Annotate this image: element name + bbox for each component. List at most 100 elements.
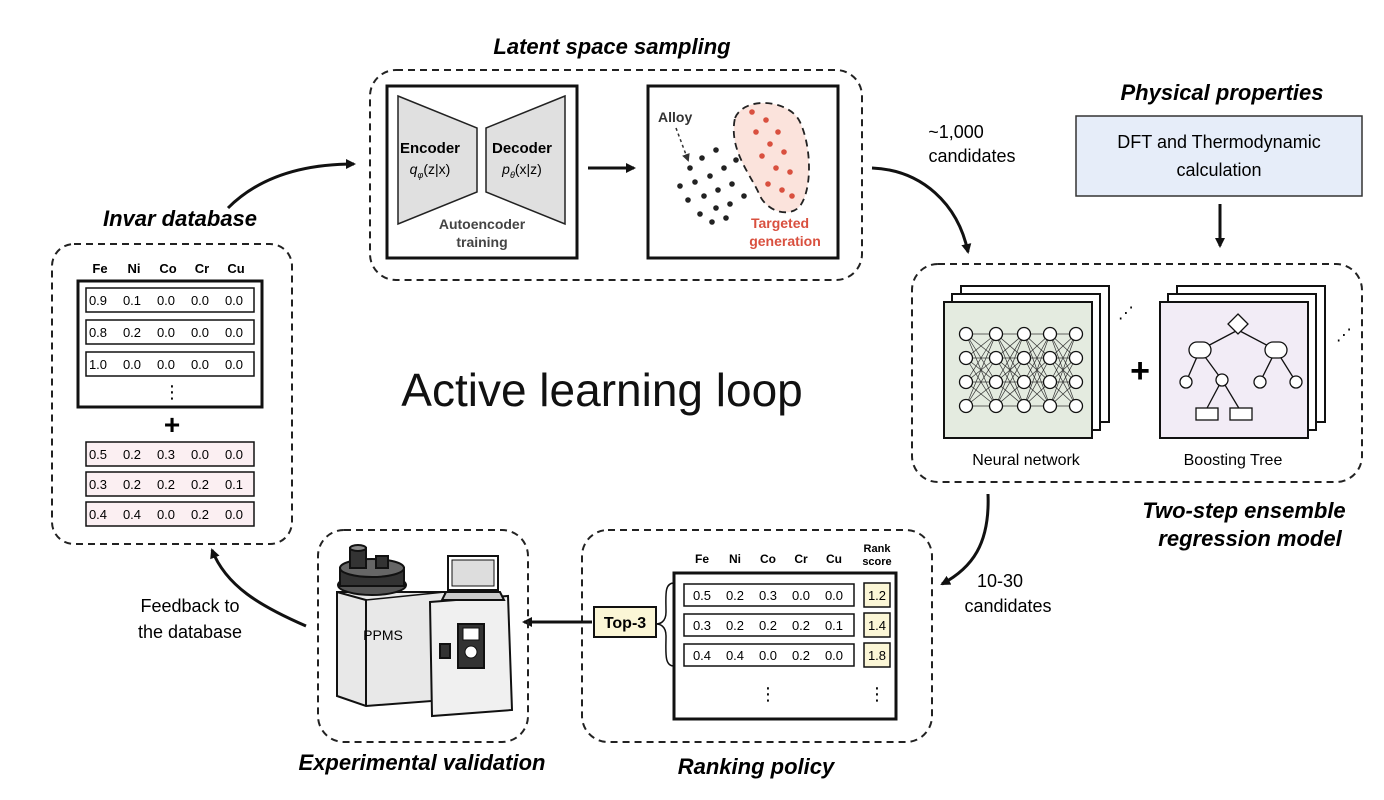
ranking-cell: 0.2 bbox=[726, 618, 744, 633]
ppms-label: PPMS bbox=[363, 627, 403, 643]
nn-label: Neural network bbox=[972, 452, 1081, 469]
invar-cell: 1.0 bbox=[89, 357, 107, 372]
target-point bbox=[753, 129, 759, 135]
ranking-header-co: Co bbox=[760, 552, 776, 566]
boosting-tree-graph bbox=[1179, 313, 1303, 421]
ensemble-title-2: regression model bbox=[1158, 526, 1342, 551]
invar-cell: 0.4 bbox=[89, 507, 107, 522]
ensemble-title-1: Two-step ensemble bbox=[1142, 498, 1345, 523]
feedback-to-db-arrow bbox=[210, 548, 307, 628]
physical-box-line-1: DFT and Thermodynamic bbox=[1117, 132, 1320, 152]
invar-cell: 0.0 bbox=[191, 325, 209, 340]
ranking-ellipsis-score: ⋮ bbox=[868, 684, 886, 704]
decoder-label: Decoder bbox=[492, 140, 552, 157]
ranking-cell: 0.0 bbox=[825, 588, 843, 603]
target-point bbox=[775, 129, 781, 135]
ranking-title: Ranking policy bbox=[678, 754, 836, 779]
candidates-1000-label-1: ~1,000 bbox=[928, 122, 984, 142]
ranking-cell: 0.5 bbox=[693, 588, 711, 603]
ranking-row bbox=[683, 643, 855, 667]
ranking-cell: 0.3 bbox=[693, 618, 711, 633]
nn-more-dots: ⋰ bbox=[1118, 305, 1134, 322]
alloy-point bbox=[685, 197, 691, 203]
invar-new-row bbox=[85, 471, 255, 497]
invar-new-row bbox=[85, 441, 255, 467]
nn-node bbox=[958, 374, 974, 390]
experimental-panel: PPMS Experimental validation bbox=[299, 529, 545, 775]
invar-cell: 0.0 bbox=[225, 447, 243, 462]
ranking-cell: 0.2 bbox=[792, 648, 810, 663]
ranking-cell: 0.2 bbox=[759, 618, 777, 633]
invar-cell: 0.2 bbox=[123, 447, 141, 462]
nn-node bbox=[988, 350, 1004, 366]
candidates-10-30-label-2: candidates bbox=[964, 596, 1051, 616]
latent-title: Latent space sampling bbox=[493, 34, 731, 59]
targeted-label-1: Targeted bbox=[751, 215, 809, 231]
neural-network-graph bbox=[958, 326, 1084, 414]
nn-edge bbox=[1023, 333, 1051, 407]
ranking-cell: 0.0 bbox=[792, 588, 810, 603]
target-point bbox=[781, 149, 787, 155]
rank-score-cell bbox=[863, 612, 891, 638]
ranking-row bbox=[683, 613, 855, 637]
nn-edge bbox=[965, 333, 997, 383]
bt-more-dots: ⋰ bbox=[1336, 327, 1352, 344]
invar-cell: 0.0 bbox=[157, 293, 175, 308]
invar-header-cr: Cr bbox=[195, 261, 209, 276]
invar-cell: 0.5 bbox=[89, 447, 107, 462]
latent-space-panel: Latent space sampling Encoder qφ(z|x) De… bbox=[369, 34, 863, 281]
alloy-point bbox=[741, 193, 747, 199]
ranking-header-cu: Cu bbox=[826, 552, 842, 566]
invar-title: Invar database bbox=[103, 206, 257, 231]
bt-label: Boosting Tree bbox=[1184, 452, 1283, 469]
ranking-header-cr: Cr bbox=[794, 552, 808, 566]
nn-node bbox=[988, 374, 1004, 390]
invar-existing-row bbox=[85, 287, 255, 313]
nn-edge bbox=[1023, 333, 1051, 383]
nn-node bbox=[1016, 374, 1032, 390]
invar-header-ni: Ni bbox=[128, 261, 141, 276]
center-title: Active learning loop bbox=[401, 364, 802, 416]
ensemble-dashed-box bbox=[911, 263, 1363, 483]
alloy-points bbox=[677, 147, 747, 225]
nn-node bbox=[1016, 398, 1032, 414]
autoencoder-label-1: Autoencoder bbox=[439, 216, 526, 232]
nn-node bbox=[958, 350, 974, 366]
nn-node bbox=[958, 326, 974, 342]
nn-edge bbox=[995, 357, 1025, 407]
physical-title: Physical properties bbox=[1121, 80, 1324, 105]
invar-cell: 0.2 bbox=[123, 325, 141, 340]
ranking-cell: 0.2 bbox=[792, 618, 810, 633]
invar-cell: 0.3 bbox=[157, 447, 175, 462]
ranking-cell: 0.2 bbox=[726, 588, 744, 603]
rank-score-value: 1.2 bbox=[868, 588, 886, 603]
decoder-formula: pθ(x|z) bbox=[501, 161, 542, 180]
physical-box bbox=[1075, 115, 1363, 197]
invar-cell: 0.0 bbox=[225, 293, 243, 308]
nn-node bbox=[1068, 398, 1084, 414]
encoder-formula: qφ(z|x) bbox=[410, 161, 451, 180]
target-point bbox=[765, 181, 771, 187]
invar-cell: 0.8 bbox=[89, 325, 107, 340]
invar-cell: 0.0 bbox=[157, 357, 175, 372]
invar-cell: 0.0 bbox=[191, 357, 209, 372]
rank-score-value: 1.4 bbox=[868, 618, 886, 633]
ranking-cell: 0.0 bbox=[759, 648, 777, 663]
nn-node bbox=[1042, 350, 1058, 366]
invar-cell: 0.2 bbox=[157, 477, 175, 492]
invar-cell: 0.0 bbox=[225, 357, 243, 372]
rank-header-1: Rank bbox=[864, 543, 892, 555]
alloy-point bbox=[713, 205, 719, 211]
rank-score-value: 1.8 bbox=[868, 648, 886, 663]
nn-edge bbox=[1049, 333, 1077, 383]
invar-cell: 0.0 bbox=[157, 507, 175, 522]
encoder-shape bbox=[397, 94, 478, 226]
ranking-header-ni: Ni bbox=[729, 552, 741, 566]
target-point bbox=[787, 169, 793, 175]
invar-new-row bbox=[85, 501, 255, 527]
target-point bbox=[763, 117, 769, 123]
latent-dashed-box bbox=[369, 69, 863, 281]
